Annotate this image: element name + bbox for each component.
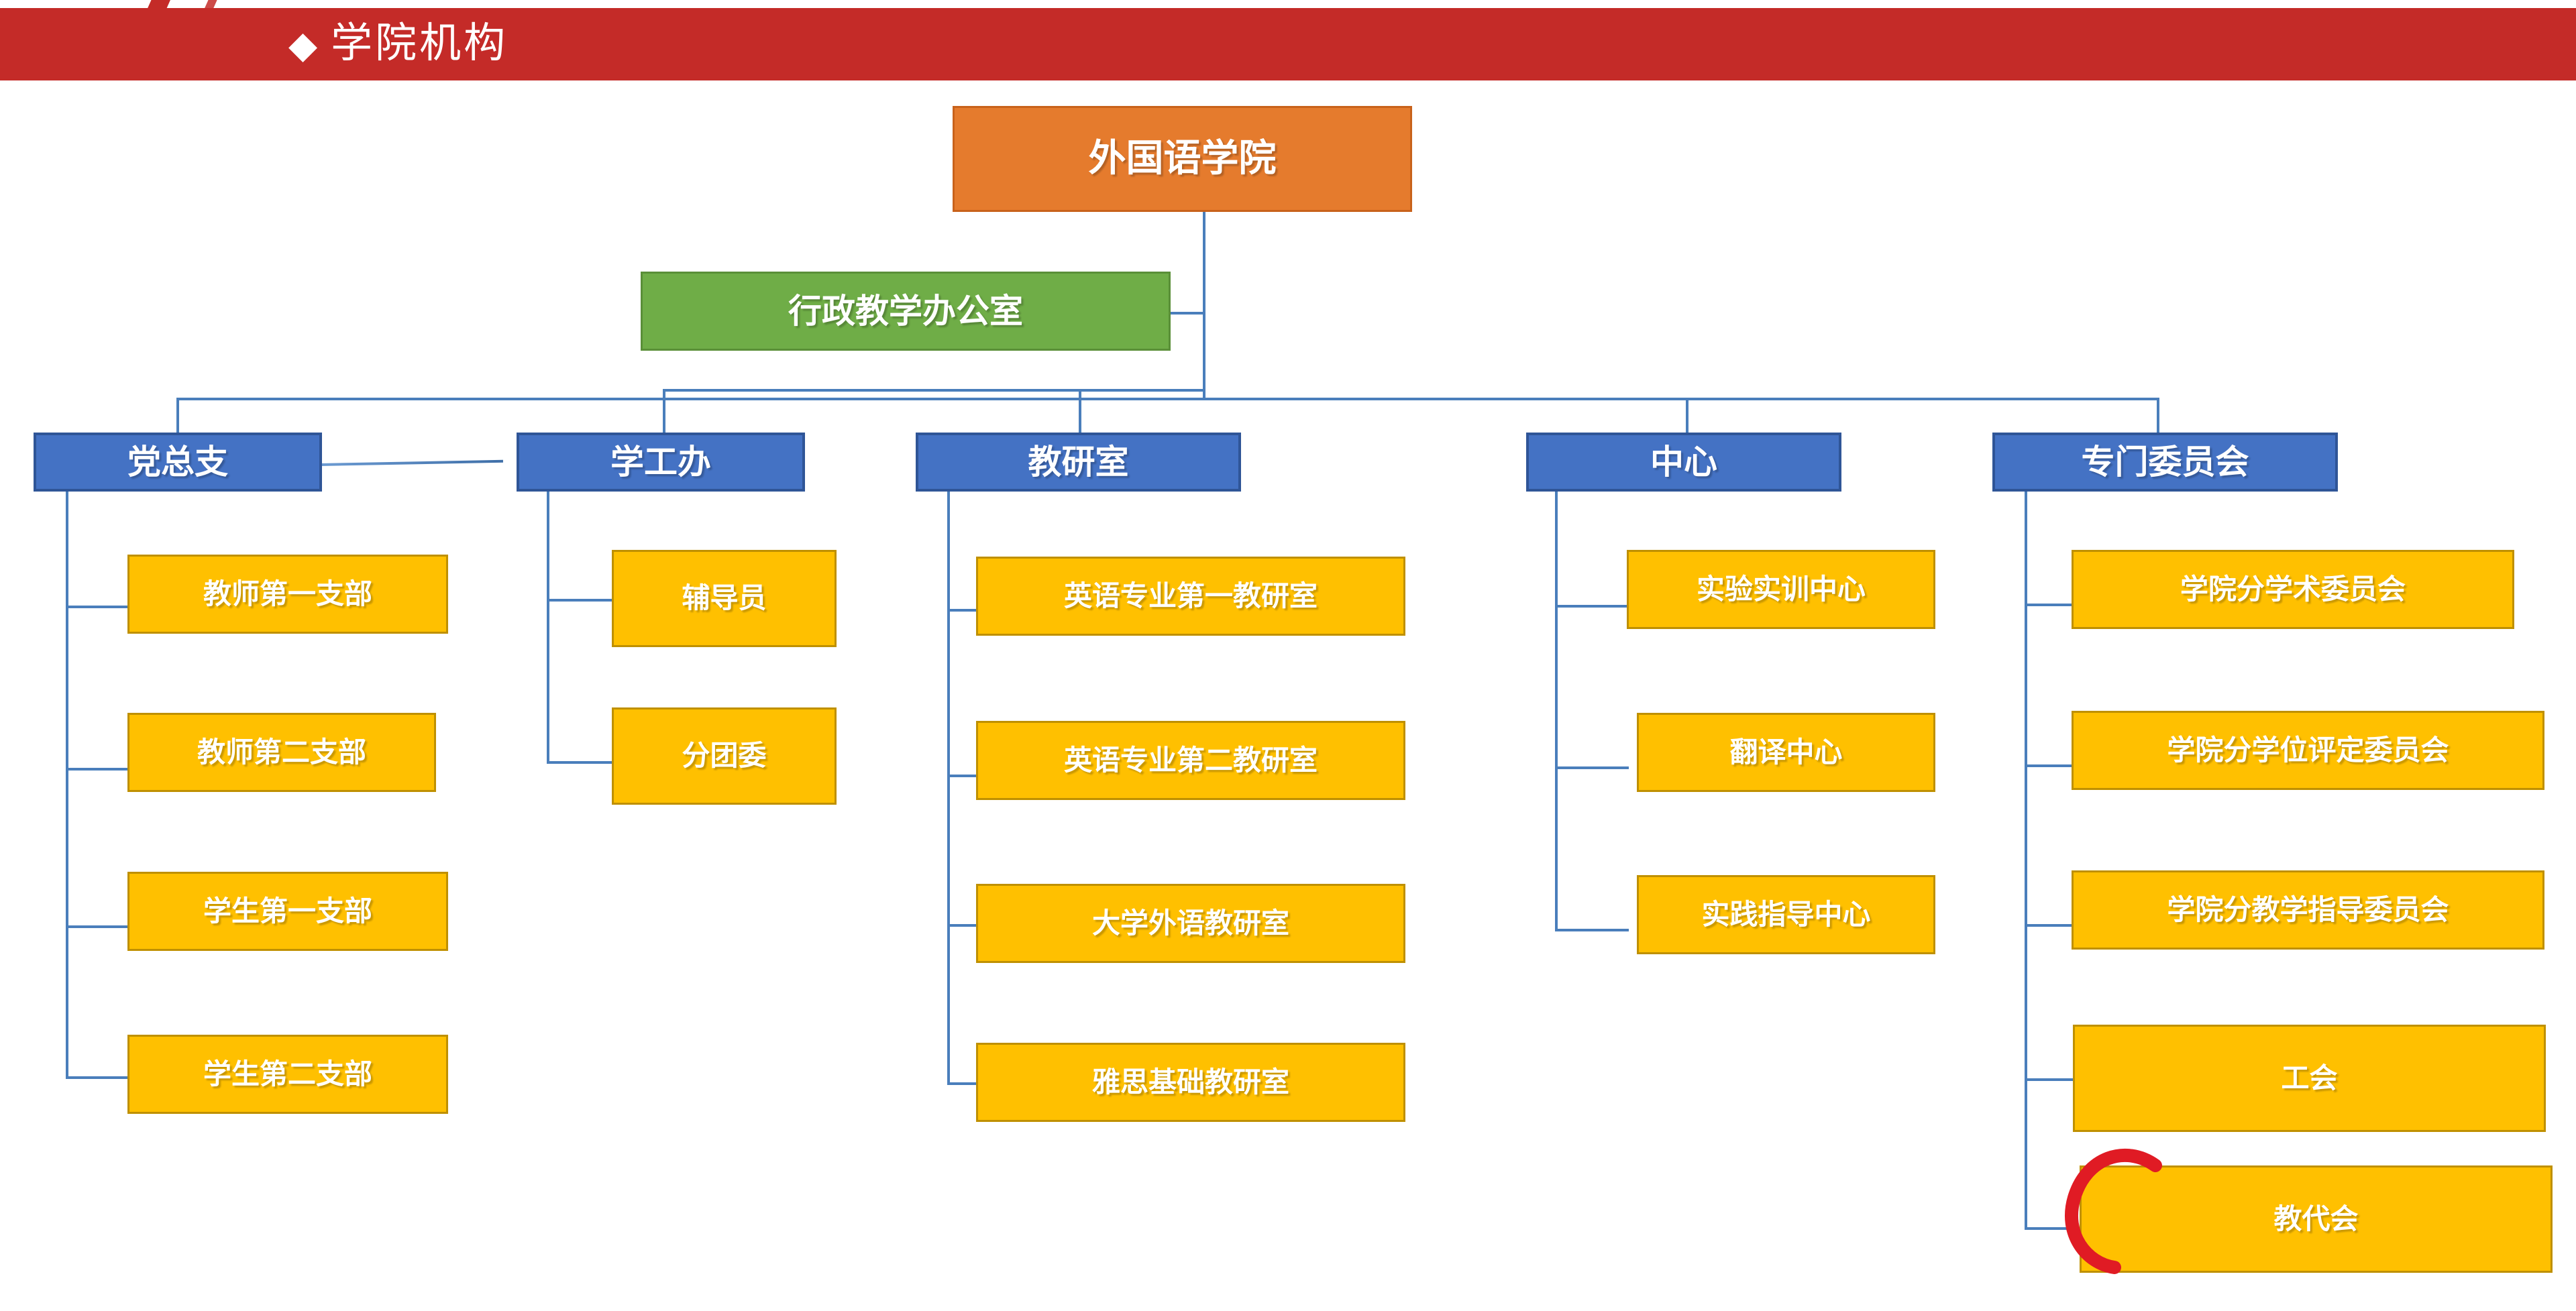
node-leaf-academic-committee[interactable]: 学院分学术委员会 xyxy=(2072,550,2514,629)
connector-arm-4-3 xyxy=(2025,1078,2073,1081)
connector-root-vertical xyxy=(1203,211,1205,313)
node-label: 学院分学位评定委员会 xyxy=(2167,733,2449,766)
node-admin-teaching-office[interactable]: 行政教学办公室 xyxy=(641,272,1171,351)
connector-arm-4-4 xyxy=(2025,1227,2073,1230)
node-label: 学工办 xyxy=(610,442,711,481)
node-dept-centers[interactable]: 中心 xyxy=(1526,433,1841,492)
connector-arm-4-2 xyxy=(2025,924,2073,927)
node-leaf-practice-guidance-center[interactable]: 实践指导中心 xyxy=(1637,875,1935,954)
connector-spine-branch-1 xyxy=(547,492,549,763)
node-leaf-faculty-congress[interactable]: 教代会 xyxy=(2080,1165,2553,1273)
connector-drop-dept-2 xyxy=(1079,389,1081,433)
node-label: 学生第一支部 xyxy=(203,894,372,927)
connector-spine-branch-3 xyxy=(1555,492,1558,931)
node-dept-party-branch[interactable]: 党总支 xyxy=(34,433,322,492)
node-leaf-college-foreign-language-office[interactable]: 大学外语教研室 xyxy=(976,884,1405,963)
diamond-bullet-icon: ◆ xyxy=(288,23,321,67)
node-label: 实验实训中心 xyxy=(1696,572,1866,606)
node-label: 大学外语教研室 xyxy=(1091,906,1289,939)
node-label: 教代会 xyxy=(2273,1202,2359,1235)
node-label: 外国语学院 xyxy=(1088,137,1277,181)
connector-upper-bus xyxy=(663,389,1205,392)
connector-arm-3-1 xyxy=(1555,766,1629,769)
node-label: 学院分教学指导委员会 xyxy=(2167,893,2449,926)
connector-root-to-bus xyxy=(1203,312,1205,399)
node-label: 学院分学术委员会 xyxy=(2180,572,2406,606)
node-leaf-student-branch-2[interactable]: 学生第二支部 xyxy=(127,1035,448,1114)
connector-arm-3-0 xyxy=(1555,605,1629,608)
node-label: 实践指导中心 xyxy=(1701,897,1871,931)
node-leaf-degree-evaluation-committee[interactable]: 学院分学位评定委员会 xyxy=(2072,711,2544,790)
connector-drop-dept-0 xyxy=(176,398,179,433)
node-label: 分团委 xyxy=(682,739,767,773)
node-leaf-youth-league[interactable]: 分团委 xyxy=(612,707,837,805)
connector-arm-0-1 xyxy=(66,768,129,771)
node-label: 教师第一支部 xyxy=(203,577,372,610)
connector-arm-2-0 xyxy=(947,609,979,612)
node-label: 专门委员会 xyxy=(2081,442,2249,481)
node-leaf-labor-union[interactable]: 工会 xyxy=(2073,1025,2546,1132)
node-label: 英语专业第一教研室 xyxy=(1063,579,1318,612)
node-dept-special-committees[interactable]: 专门委员会 xyxy=(1992,433,2338,492)
node-leaf-student-branch-1[interactable]: 学生第一支部 xyxy=(127,872,448,951)
node-leaf-counselor[interactable]: 辅导员 xyxy=(612,550,837,647)
node-label: 学生第二支部 xyxy=(203,1057,372,1090)
node-root-college[interactable]: 外国语学院 xyxy=(953,106,1412,212)
connector-spine-branch-2 xyxy=(947,492,950,1085)
node-leaf-english-major-office-1[interactable]: 英语专业第一教研室 xyxy=(976,557,1405,636)
connector-arm-0-2 xyxy=(66,925,129,928)
connector-arm-3-2 xyxy=(1555,929,1629,931)
node-leaf-translation-center[interactable]: 翻译中心 xyxy=(1637,713,1935,792)
node-label: 工会 xyxy=(2281,1061,2338,1094)
node-leaf-ielts-foundation-office[interactable]: 雅思基础教研室 xyxy=(976,1043,1405,1122)
node-label: 翻译中心 xyxy=(1729,735,1843,768)
connector-office-horizontal xyxy=(1171,312,1205,315)
node-leaf-teacher-branch-1[interactable]: 教师第一支部 xyxy=(127,555,448,634)
node-leaf-lab-training-center[interactable]: 实验实训中心 xyxy=(1627,550,1935,629)
connector-party-to-student-office xyxy=(320,459,503,466)
connector-main-bus xyxy=(176,398,2158,400)
node-label: 教研室 xyxy=(1028,442,1129,481)
connector-arm-1-1 xyxy=(547,761,614,764)
connector-spine-branch-0 xyxy=(66,492,68,1078)
connector-arm-0-3 xyxy=(66,1076,129,1079)
node-label: 雅思基础教研室 xyxy=(1091,1065,1289,1098)
node-label: 行政教学办公室 xyxy=(788,291,1023,331)
node-label: 中心 xyxy=(1650,442,1717,481)
connector-arm-2-1 xyxy=(947,775,979,777)
node-leaf-teaching-guidance-committee[interactable]: 学院分教学指导委员会 xyxy=(2072,870,2544,950)
connector-drop-dept-4 xyxy=(2157,398,2159,433)
connector-drop-dept-3 xyxy=(1686,398,1688,433)
connector-arm-0-0 xyxy=(66,606,129,608)
node-leaf-teacher-branch-2[interactable]: 教师第二支部 xyxy=(127,713,436,792)
connector-arm-4-0 xyxy=(2025,604,2073,606)
connector-arm-2-2 xyxy=(947,924,979,927)
node-dept-student-affairs[interactable]: 学工办 xyxy=(517,433,805,492)
page-title-text: 学院机构 xyxy=(331,18,508,67)
connector-arm-2-3 xyxy=(947,1082,979,1085)
node-label: 教师第二支部 xyxy=(197,735,366,768)
header-banner xyxy=(0,8,2576,80)
connector-arm-1-0 xyxy=(547,599,614,602)
connector-drop-dept-1 xyxy=(663,389,665,433)
connector-arm-4-1 xyxy=(2025,764,2073,767)
connector-spine-branch-4 xyxy=(2025,492,2027,1229)
node-label: 辅导员 xyxy=(682,581,767,615)
node-label: 党总支 xyxy=(127,442,228,481)
node-dept-teaching-research[interactable]: 教研室 xyxy=(916,433,1241,492)
node-leaf-english-major-office-2[interactable]: 英语专业第二教研室 xyxy=(976,721,1405,800)
node-label: 英语专业第二教研室 xyxy=(1063,743,1318,777)
page-title: ◆学院机构 xyxy=(288,8,508,80)
